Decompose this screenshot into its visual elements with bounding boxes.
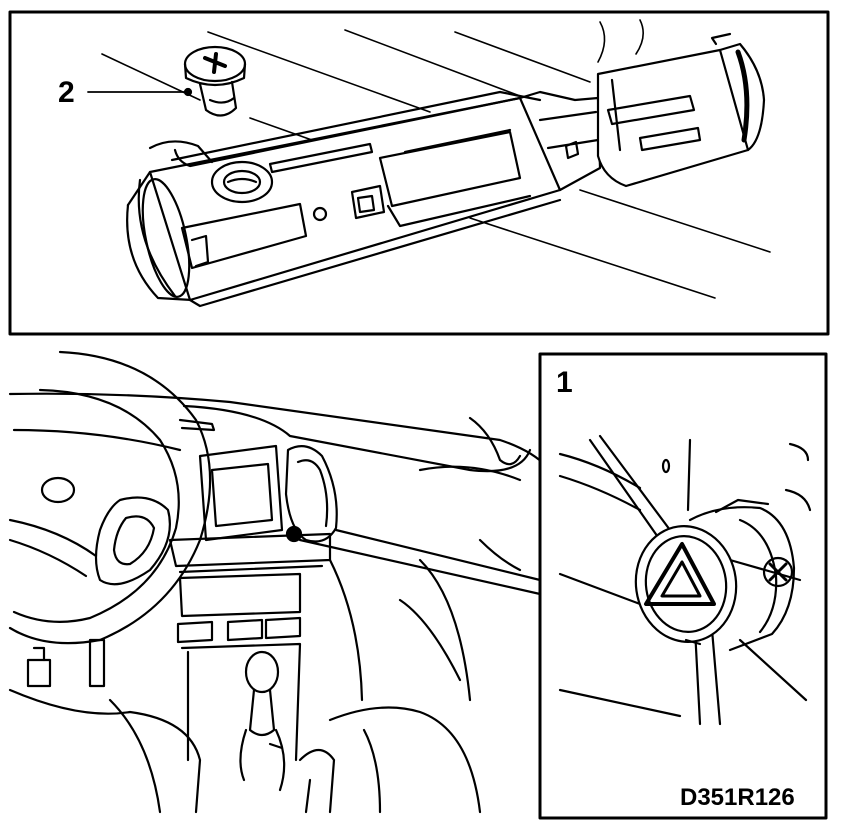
hazard-switch-location [285, 525, 303, 543]
screw [183, 45, 247, 117]
callout-label-screw: 2 [58, 76, 75, 109]
top-panel-frame [8, 10, 830, 336]
callout-label-detail: 1 [556, 366, 573, 399]
reference-code: D351R126 [680, 784, 795, 811]
screw-leader-dot [183, 87, 193, 97]
steering-wheel [8, 350, 212, 645]
hazard-switch-detail [558, 434, 812, 726]
lighter-housing [126, 90, 562, 308]
connector-plug [518, 32, 766, 192]
dashboard-scene [8, 350, 562, 814]
